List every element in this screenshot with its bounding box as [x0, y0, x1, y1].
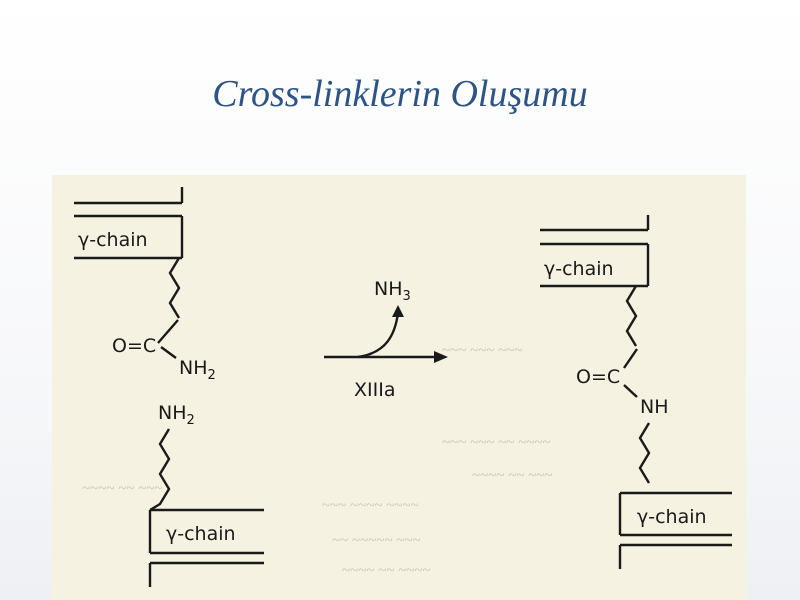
amine-group: NH2 — [158, 402, 195, 428]
svg-text:~~~~ ~~ ~~~: ~~~~ ~~ ~~~ — [472, 468, 553, 484]
svg-text:~~ ~~~~~ ~~~: ~~ ~~~~~ ~~~ — [332, 533, 421, 549]
chain-label: γ-chain — [78, 229, 148, 251]
carbonyl-label: O=C — [576, 366, 620, 388]
side-chain-zigzag — [625, 285, 638, 347]
chain-label: γ-chain — [637, 506, 707, 528]
byproduct-label: NH3 — [374, 278, 411, 304]
side-chain-zigzag — [638, 422, 651, 484]
svg-text:~~~ ~~~ ~~ ~~~~: ~~~ ~~~ ~~ ~~~~ — [442, 435, 551, 451]
left-top-chain: γ-chain O=C NH2 — [74, 187, 216, 383]
chain-label: γ-chain — [166, 523, 236, 545]
slide-title: Cross-linklerin Oluşumu — [212, 73, 588, 115]
reaction-arrow: NH3 XIIIa — [324, 278, 448, 401]
byproduct-curve — [357, 312, 400, 359]
right-product: γ-chain O=C NH γ-chain — [540, 215, 732, 569]
bond — [623, 348, 638, 369]
side-chain-zigzag — [168, 257, 181, 319]
svg-text:~~~~ ~~ ~~~~: ~~~~ ~~ ~~~~ — [342, 563, 431, 579]
bond — [160, 346, 177, 359]
carbonyl-label: O=C — [112, 335, 156, 357]
chain-label: γ-chain — [544, 258, 614, 280]
bond — [623, 384, 638, 398]
reaction-figure: ~~~ ~~~ ~~ ~~~~ ~~~~ ~~ ~~~ ~~~ ~~~~ ~~~… — [52, 175, 746, 600]
left-bottom-chain: NH2 γ-chain — [148, 402, 264, 587]
amide-group: NH2 — [179, 357, 216, 383]
enzyme-label: XIIIa — [354, 379, 395, 401]
reaction-diagram: ~~~ ~~~ ~~ ~~~~ ~~~~ ~~ ~~~ ~~~ ~~~~ ~~~… — [74, 187, 732, 587]
svg-text:~~~ ~~~ ~~~: ~~~ ~~~ ~~~ — [442, 343, 523, 359]
svg-text:~~~ ~~~~ ~~~~: ~~~ ~~~~ ~~~~ — [322, 498, 419, 514]
byproduct-arrowhead — [392, 305, 404, 317]
arrowhead — [434, 351, 448, 363]
side-chain-zigzag — [149, 428, 171, 512]
background-texture: ~~~ ~~~ ~~ ~~~~ ~~~~ ~~ ~~~ ~~~ ~~~~ ~~~… — [82, 343, 553, 579]
svg-text:~~~~ ~~ ~~~: ~~~~ ~~ ~~~ — [82, 481, 163, 497]
bond — [157, 319, 179, 344]
link-label: NH — [640, 396, 669, 418]
